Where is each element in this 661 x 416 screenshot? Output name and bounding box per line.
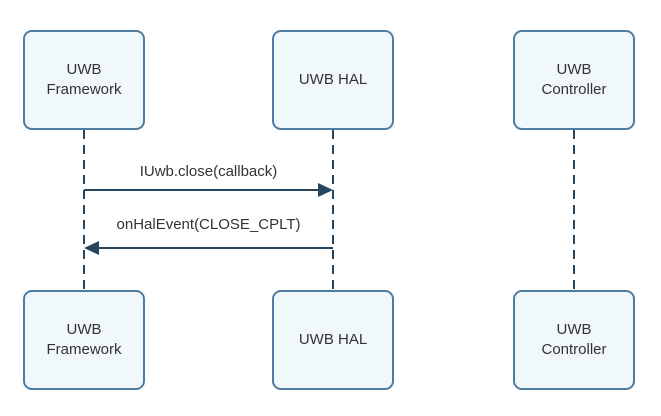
message-label-onhalevent-close-cplt: onHalEvent(CLOSE_CPLT) bbox=[116, 216, 301, 233]
actor-label-uwb-framework: UWB Framework bbox=[46, 320, 122, 358]
actor-label-uwb-hal: UWB HAL bbox=[298, 330, 368, 348]
actor-label-uwb-hal: UWB HAL bbox=[298, 70, 368, 88]
actor-label-uwb-framework: UWB Framework bbox=[46, 60, 122, 98]
arrowhead-left-icon bbox=[84, 241, 99, 255]
actor-box-uwb-hal-top: UWB HAL bbox=[272, 30, 394, 130]
actor-label-uwb-controller: UWB Controller bbox=[541, 60, 607, 98]
actor-box-uwb-framework-bottom: UWB Framework bbox=[23, 290, 145, 390]
actor-box-uwb-controller-top: UWB Controller bbox=[513, 30, 635, 130]
arrow-shaft bbox=[93, 246, 333, 250]
lifeline-uwb-hal bbox=[332, 130, 335, 290]
message-label-iuwb-close: IUwb.close(callback) bbox=[139, 163, 278, 180]
actor-box-uwb-hal-bottom: UWB HAL bbox=[272, 290, 394, 390]
message-arrow-onhalevent-close-cplt bbox=[84, 240, 333, 256]
message-arrow-iuwb-close bbox=[84, 182, 333, 198]
arrow-shaft bbox=[84, 188, 324, 192]
actor-box-uwb-framework-top: UWB Framework bbox=[23, 30, 145, 130]
actor-label-uwb-controller: UWB Controller bbox=[541, 320, 607, 358]
lifeline-uwb-framework bbox=[83, 130, 86, 290]
actor-box-uwb-controller-bottom: UWB Controller bbox=[513, 290, 635, 390]
arrowhead-right-icon bbox=[318, 183, 333, 197]
lifeline-uwb-controller bbox=[573, 130, 576, 290]
